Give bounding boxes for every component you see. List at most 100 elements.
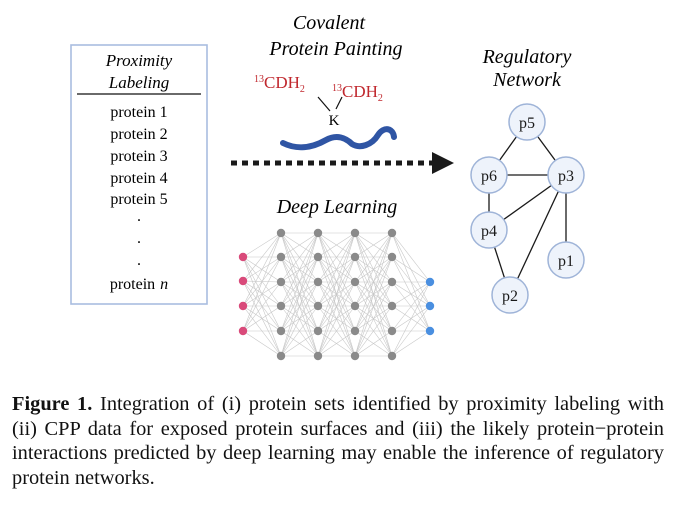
nn-edge (317, 330, 356, 357)
nn-edge (354, 232, 393, 357)
protein-n-item: protein n (110, 276, 168, 293)
nn-hidden-node (350, 326, 360, 336)
cdh2-left-isotope: 13 (254, 74, 264, 85)
figure-graphic: Proximity Labeling protein 1 protein 2 p… (70, 12, 585, 361)
nn-output-node (425, 277, 435, 287)
nn-input-node (238, 252, 248, 262)
nn-output-node (425, 326, 435, 336)
neural-network-nodes (238, 228, 435, 361)
cdh2-right-sub: 2 (378, 93, 383, 104)
nn-edge (391, 281, 431, 332)
nn-hidden-node (313, 326, 323, 336)
nn-edge (280, 330, 319, 357)
nn-edge (391, 256, 431, 283)
nn-edge (280, 232, 319, 258)
cdh2-left-sub: 2 (300, 84, 305, 95)
bond-left (317, 96, 331, 112)
nn-hidden-node (387, 252, 397, 262)
neural-network-edges (242, 232, 431, 357)
deep-learning-panel: Deep Learning (238, 196, 435, 361)
nn-edge (242, 305, 282, 332)
nn-hidden-node (276, 228, 286, 238)
nn-edge (317, 232, 356, 258)
protein-n-var: n (160, 276, 168, 293)
nn-edge (280, 256, 319, 357)
nn-edge (317, 256, 356, 357)
flow-arrow (231, 152, 454, 174)
nn-edge (391, 281, 431, 357)
node-p4 (470, 211, 508, 249)
nn-edge (391, 281, 431, 307)
node-label-p3: p3 (558, 168, 574, 185)
cpp-title-line2: Protein Painting (268, 38, 402, 60)
nn-hidden-node (276, 301, 286, 311)
nn-hidden-node (350, 301, 360, 311)
nn-edge (354, 281, 393, 357)
nn-edge (391, 232, 431, 283)
lysine-residue: K (329, 113, 340, 129)
nn-edge (391, 256, 431, 307)
node-p2 (491, 276, 529, 314)
regnet-title-line1: Regulatory (482, 46, 572, 68)
nn-edge (317, 281, 356, 357)
cdh2-right-isotope: 13 (332, 83, 342, 94)
nn-hidden-node (350, 277, 360, 287)
ellipsis-dot: . (137, 230, 141, 247)
proximity-labeling-panel: Proximity Labeling protein 1 protein 2 p… (70, 44, 208, 305)
nn-hidden-node (350, 252, 360, 262)
nn-edge (391, 305, 431, 357)
nn-edge (242, 232, 282, 258)
nn-edge (280, 305, 319, 357)
nn-edge (242, 281, 282, 332)
nn-edge (354, 232, 393, 258)
protein-n-word: protein (110, 276, 155, 293)
proximity-title-line2: Labeling (108, 73, 169, 92)
ellipsis-dot: . (137, 252, 141, 269)
edge-p3-p2 (509, 174, 567, 296)
nn-input-node (238, 276, 248, 286)
node-p5 (508, 103, 546, 141)
node-p6 (470, 156, 508, 194)
network-node-labels: p5 p6 p3 p4 p1 p2 (481, 115, 574, 305)
nn-edge (242, 232, 282, 332)
protein-item: protein 2 (110, 126, 167, 143)
nn-hidden-node (276, 277, 286, 287)
nn-hidden-node (313, 277, 323, 287)
arrow-head-icon (432, 152, 454, 174)
cpp-title-line1: Covalent (293, 12, 366, 34)
nn-edge (354, 232, 393, 283)
nn-hidden-node (313, 252, 323, 262)
nn-hidden-node (313, 351, 323, 361)
nn-edge (354, 232, 393, 307)
nn-edge (391, 330, 431, 357)
caption-label: Figure 1. (12, 393, 93, 415)
covalent-painting-panel: Covalent Protein Painting 13CDH2 13CDH2 … (254, 12, 403, 151)
nn-edge (242, 232, 282, 307)
nn-hidden-node (387, 301, 397, 311)
nn-hidden-node (313, 301, 323, 311)
node-label-p5: p5 (519, 115, 535, 132)
nn-edge (354, 232, 393, 332)
nn-hidden-node (387, 351, 397, 361)
figure-caption: Figure 1. Integration of (i) protein set… (12, 392, 664, 490)
protein-strand (280, 126, 397, 151)
nn-hidden-node (350, 228, 360, 238)
protein-item: protein 1 (110, 104, 167, 121)
bond-right (335, 96, 343, 110)
nn-hidden-node (276, 252, 286, 262)
protein-item: protein 5 (110, 191, 167, 208)
cdh2-right-main: CDH (342, 82, 378, 101)
nn-output-node (425, 301, 435, 311)
nn-hidden-node (276, 351, 286, 361)
nn-edge (242, 232, 282, 282)
node-label-p6: p6 (481, 168, 497, 185)
node-p1 (547, 241, 585, 279)
regulatory-network-panel: Regulatory Network p5 p6 p3 p4 p1 p2 (470, 46, 585, 314)
nn-edge (354, 256, 393, 357)
nn-edge (242, 330, 282, 357)
ellipsis-dot: . (137, 208, 141, 225)
nn-edge (280, 232, 319, 307)
nn-hidden-node (387, 326, 397, 336)
network-nodes (470, 103, 585, 314)
nn-input-node (238, 301, 248, 311)
